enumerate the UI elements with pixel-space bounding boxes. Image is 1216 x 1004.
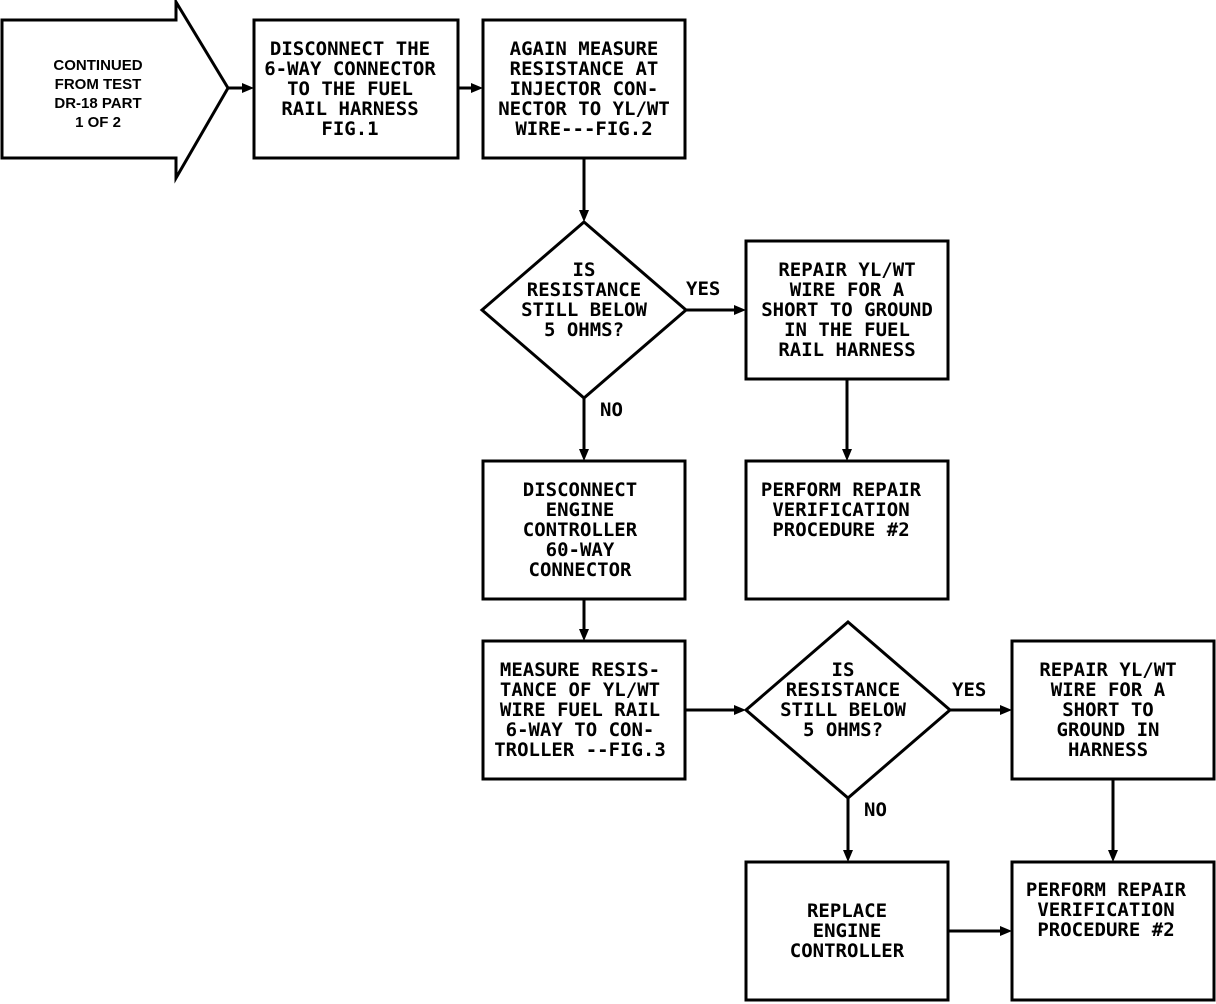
text-line: RAIL HARNESS <box>281 98 418 120</box>
text-line: WIRE FOR A <box>1051 679 1166 701</box>
connector-6way-to-again-measure <box>458 83 483 93</box>
text-line: 6-WAY CONNECTOR <box>264 58 436 80</box>
text-line: TROLLER --FIG.3 <box>494 739 666 761</box>
text-line: SHORT TO <box>1062 699 1154 721</box>
text-line: FROM TEST <box>55 76 142 93</box>
connector-decision-1-no <box>579 398 589 461</box>
connector-replace-to-verify-2 <box>948 926 1012 936</box>
text-line: RAIL HARNESS <box>778 339 915 361</box>
text-line: 5 OHMS? <box>544 319 624 341</box>
text-line: AGAIN MEASURE <box>510 38 659 60</box>
decision-2-no-label: NO <box>864 799 887 821</box>
text-line: PROCEDURE #2 <box>772 519 909 541</box>
text-line: IN THE FUEL <box>784 319 910 341</box>
text-line: RESISTANCE <box>786 679 900 701</box>
text-line: STILL BELOW <box>780 699 906 721</box>
connector-repair-to-verify-1 <box>842 379 852 461</box>
text-line: INJECTOR CON- <box>510 78 659 100</box>
start-continued-arrow: CONTINUED FROM TEST DR-18 PART 1 OF 2 <box>0 0 230 184</box>
decision-1-no-label: NO <box>600 399 623 421</box>
step-disconnect-controller-60way: DISCONNECTENGINECONTROLLER60-WAYCONNECTO… <box>481 459 687 601</box>
text-line: CONTROLLER <box>790 940 905 962</box>
text-line: 6-WAY TO CON- <box>506 719 655 741</box>
connector-60way-to-measure <box>579 599 589 641</box>
text-line: FIG.1 <box>321 118 378 140</box>
text-line: WIRE FOR A <box>790 279 905 301</box>
text-line: 1 OF 2 <box>75 114 121 131</box>
connector-decision-2-yes <box>950 705 1012 715</box>
text-line: STILL BELOW <box>521 299 647 321</box>
text-line: GROUND IN <box>1057 719 1160 741</box>
connector-decision-1-yes <box>686 305 746 315</box>
text-line: TO THE FUEL <box>287 78 413 100</box>
text-line: DR-18 PART <box>54 95 141 112</box>
text-line: WIRE---FIG.2 <box>515 118 652 140</box>
text-line: CONTROLLER <box>523 519 638 541</box>
text-line: DISCONNECT THE <box>270 38 430 60</box>
text-line: PERFORM REPAIR <box>1026 879 1187 901</box>
text-line: MEASURE RESIS- <box>500 659 660 681</box>
connector-start-to-disconnect-6way <box>228 83 254 93</box>
text-line: ENGINE <box>813 920 882 942</box>
text-line: 5 OHMS? <box>803 719 883 741</box>
decision-1-yes-label: YES <box>686 278 720 300</box>
text-line: CONTINUED <box>53 57 142 74</box>
connector-measure-to-decision-2 <box>685 705 746 715</box>
text-line: RESISTANCE AT <box>510 58 659 80</box>
text-line: ENGINE <box>546 499 615 521</box>
text-line: DISCONNECT <box>523 479 637 501</box>
text-line: PROCEDURE #2 <box>1037 919 1174 941</box>
connector-repair-harness-to-verify-2 <box>1108 779 1118 862</box>
text-line: HARNESS <box>1068 739 1148 761</box>
text-line: NECTOR TO YL/WT <box>498 98 670 120</box>
text-line: PERFORM REPAIR <box>761 479 922 501</box>
text-line: RESISTANCE <box>527 279 641 301</box>
text-line: REPLACE <box>807 900 887 922</box>
text-line: WIRE FUEL RAIL <box>500 699 660 721</box>
text-line: REPAIR YL/WT <box>778 259 915 281</box>
decision-2-yes-label: YES <box>952 679 986 701</box>
text-line: IS <box>832 659 855 681</box>
text-line: SHORT TO GROUND <box>761 299 933 321</box>
text-line: VERIFICATION <box>1037 899 1174 921</box>
text-line: TANCE OF YL/WT <box>500 679 660 701</box>
text-line: VERIFICATION <box>772 499 909 521</box>
connector-decision-2-no <box>843 798 853 862</box>
text-line: CONNECTOR <box>529 559 633 581</box>
connector-again-measure-to-decision-1 <box>579 158 589 222</box>
text-line: IS <box>573 259 596 281</box>
text-line: REPAIR YL/WT <box>1039 659 1176 681</box>
text-line: 60-WAY <box>546 539 615 561</box>
